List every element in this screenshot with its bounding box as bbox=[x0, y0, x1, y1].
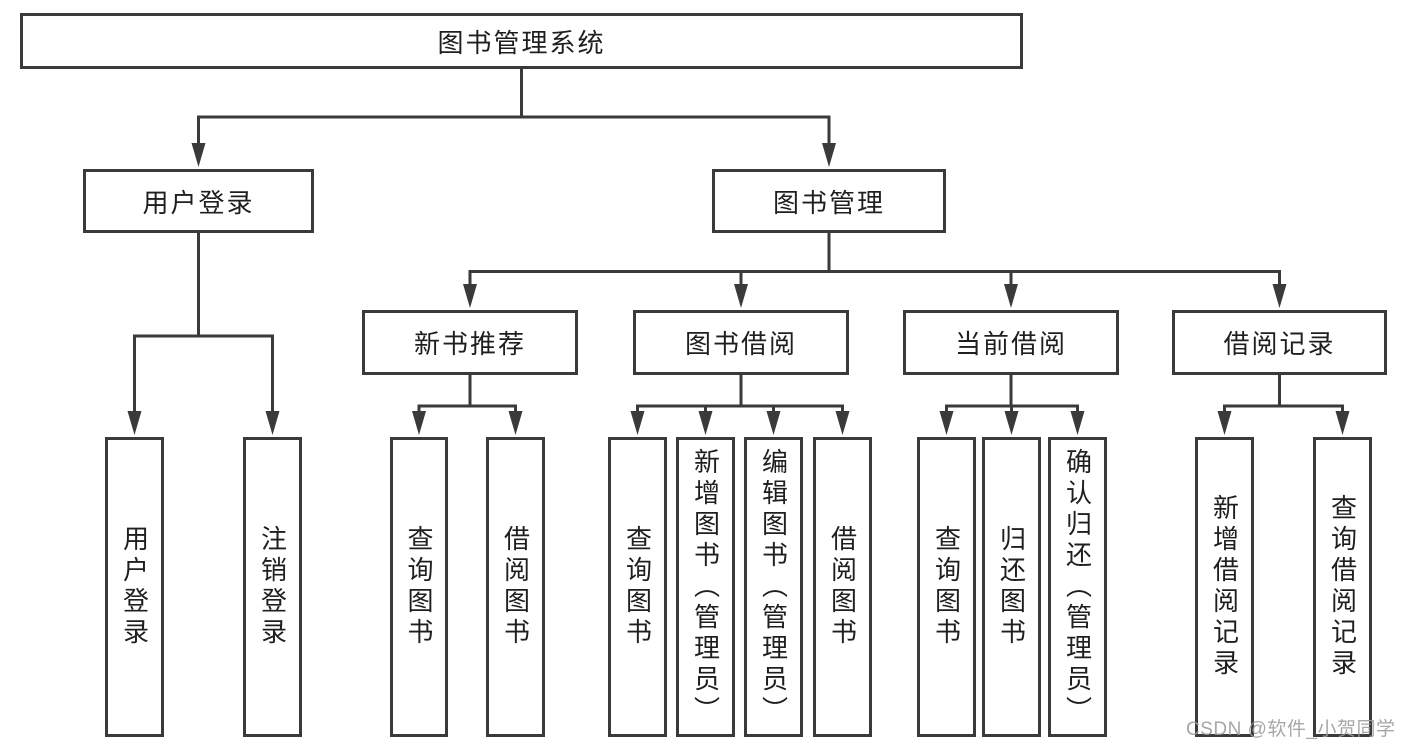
node-borrowing-records: 借阅记录 bbox=[1172, 310, 1387, 375]
leaf-logout: 注销登录 bbox=[243, 437, 302, 737]
leaf-label: 查询图书 bbox=[622, 525, 653, 649]
csdn-watermark: CSDN @软件_小贺同学 bbox=[1186, 719, 1396, 740]
leaf-label: 用户登录 bbox=[119, 525, 150, 649]
node-current-borrowing: 当前借阅 bbox=[903, 310, 1119, 375]
leaf-query-borrow-record: 查询借阅记录 bbox=[1313, 437, 1372, 737]
leaf-label: 新增图书（管理员） bbox=[690, 447, 721, 727]
leaf-query-books-borrowing: 查询图书 bbox=[608, 437, 667, 737]
leaf-return-book: 归还图书 bbox=[982, 437, 1041, 737]
node-label: 图书管理系统 bbox=[437, 27, 606, 58]
leaf-label: 归还图书 bbox=[996, 525, 1027, 649]
leaf-user-login: 用户登录 bbox=[105, 437, 164, 737]
node-label: 用户登录 bbox=[142, 187, 255, 218]
leaf-label: 查询借阅记录 bbox=[1327, 494, 1358, 680]
node-book-borrowing: 图书借阅 bbox=[633, 310, 849, 375]
leaf-borrow-books-recommend: 借阅图书 bbox=[486, 437, 545, 737]
node-label: 图书管理 bbox=[772, 187, 885, 218]
leaf-add-borrow-record: 新增借阅记录 bbox=[1195, 437, 1254, 737]
leaf-query-books-current: 查询图书 bbox=[917, 437, 976, 737]
node-label: 当前借阅 bbox=[954, 329, 1067, 359]
leaf-add-book-admin: 新增图书（管理员） bbox=[676, 437, 735, 737]
leaf-label: 新增借阅记录 bbox=[1209, 494, 1240, 680]
leaf-label: 借阅图书 bbox=[827, 525, 858, 649]
node-book-management: 图书管理 bbox=[712, 169, 946, 233]
leaf-label: 注销登录 bbox=[257, 525, 288, 649]
node-user-login: 用户登录 bbox=[83, 169, 314, 233]
leaf-query-books-recommend: 查询图书 bbox=[390, 437, 448, 737]
leaf-label: 编辑图书（管理员） bbox=[758, 447, 789, 727]
node-library-management-system: 图书管理系统 bbox=[20, 13, 1023, 69]
leaf-label: 查询图书 bbox=[931, 525, 962, 649]
leaf-label: 确认归还（管理员） bbox=[1062, 447, 1093, 727]
leaf-confirm-return-admin: 确认归还（管理员） bbox=[1048, 437, 1107, 737]
node-label: 新书推荐 bbox=[413, 329, 526, 359]
node-label: 借阅记录 bbox=[1223, 329, 1336, 359]
node-label: 图书借阅 bbox=[684, 329, 797, 359]
leaf-label: 借阅图书 bbox=[500, 525, 531, 649]
leaf-borrow-books-borrowing: 借阅图书 bbox=[813, 437, 872, 737]
node-new-book-recommendation: 新书推荐 bbox=[362, 310, 578, 375]
leaf-edit-book-admin: 编辑图书（管理员） bbox=[744, 437, 803, 737]
leaf-label: 查询图书 bbox=[404, 525, 434, 649]
